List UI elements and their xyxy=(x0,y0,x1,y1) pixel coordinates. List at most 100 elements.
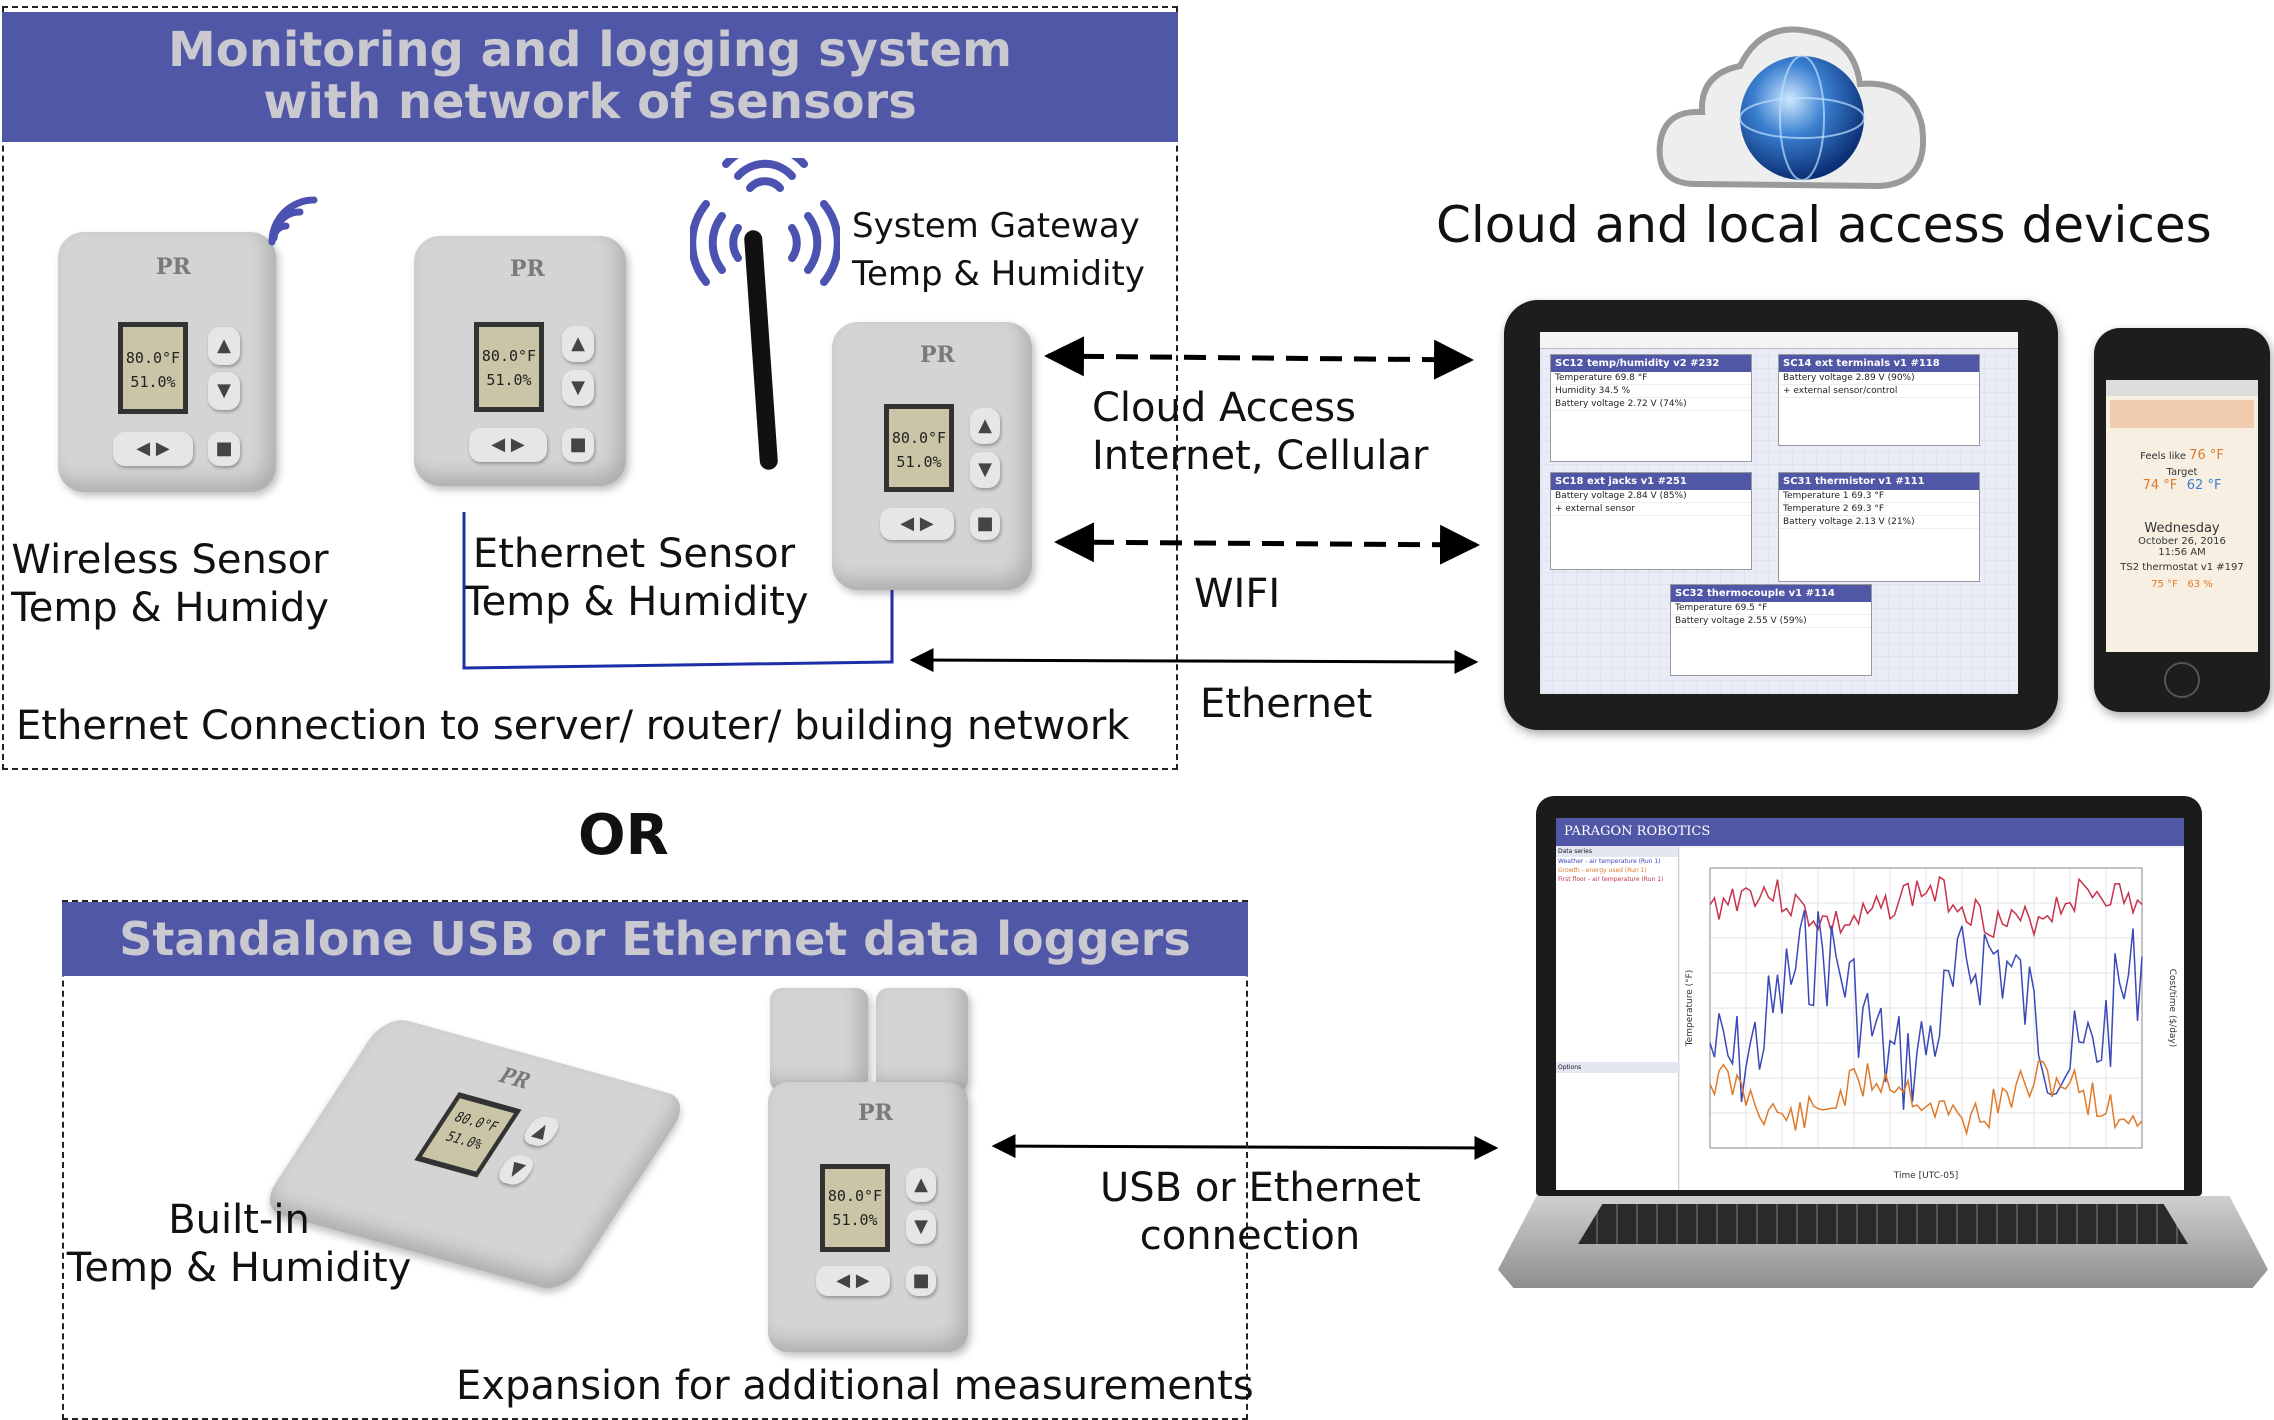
tablet-toolbar xyxy=(1540,332,2018,349)
phone-home-button-icon xyxy=(2164,662,2200,698)
phone-date: October 26, 2016 xyxy=(2138,536,2226,547)
sensor-tile-row: Battery voltage 2.13 V (21%) xyxy=(1779,516,1979,529)
sensor-tile-row: Humidity 34.5 % xyxy=(1551,385,1751,398)
sensor-tile-title: SC18 ext jacks v1 #251 xyxy=(1551,473,1751,490)
sensor-tile-row: Temperature 69.8 °F xyxy=(1551,372,1751,385)
cloud-access-label-line1: Cloud Access xyxy=(1092,385,1356,431)
stop-button-icon: ■ xyxy=(906,1266,936,1296)
phone-temp: 75 °F xyxy=(2151,579,2178,590)
ethernet-label: Ethernet xyxy=(1200,681,1373,727)
ethernet-sensor-device: PR 80.0°F 51.0% ▲ ▼ ◀ ▶ ■ xyxy=(414,236,626,486)
ethernet-connection-label: Ethernet Connection to server/ router/ b… xyxy=(16,703,1130,749)
wireless-sensor-label-line1: Wireless Sensor xyxy=(11,537,329,583)
lcd-hum: 51.0% xyxy=(486,371,532,389)
stop-button-icon: ■ xyxy=(970,508,1000,540)
stop-button-icon: ■ xyxy=(208,432,240,466)
phone-target-values: 74 °F 62 °F xyxy=(2106,478,2258,493)
series-item[interactable]: First floor - air temperature (Run 1) xyxy=(1558,876,1664,883)
sensor-tile-title: SC32 thermocouple v1 #114 xyxy=(1671,585,1871,602)
wireless-sensor-device: PR 80.0°F 51.0% ▲ ▼ ◀ ▶ ■ xyxy=(58,232,276,492)
expansion-module-left xyxy=(770,988,868,1092)
up-button-icon: ▲ xyxy=(970,408,1000,444)
lcd-temp: 80.0°F xyxy=(125,349,181,367)
phone-target-2: 62 °F xyxy=(2186,478,2222,493)
gateway-label: System Gateway Temp & Humidity xyxy=(852,202,1145,298)
wifi-signal-icon xyxy=(268,196,318,246)
cloud-access-label-line2: Internet, Cellular xyxy=(1092,433,1429,479)
usb-label-line1: USB or Ethernet xyxy=(1100,1165,1421,1211)
series-item[interactable]: Weather - air temperature (Run 1) xyxy=(1558,858,1661,865)
lcd-hum: 51.0% xyxy=(130,373,176,391)
laptop-keyboard xyxy=(1578,1204,2188,1244)
lcd-display: 80.0°F 51.0% xyxy=(474,322,544,412)
builtin-label-line2: Temp & Humidity xyxy=(66,1245,412,1291)
cloud-globe-icon xyxy=(1656,26,1926,190)
sensor-tile-title: SC12 temp/humidity v2 #232 xyxy=(1551,355,1751,372)
top-banner: Monitoring and logging system with netwo… xyxy=(2,12,1178,142)
standalone-box xyxy=(62,900,1248,1420)
phone-device-name: TS2 thermostat v1 #197 xyxy=(2120,562,2244,573)
series-line-weather xyxy=(1709,909,2143,1110)
phone-day: Wednesday xyxy=(2144,521,2220,536)
sensor-tile-title: SC14 ext terminals v1 #118 xyxy=(1779,355,1979,372)
sensor-tile-row: Temperature 2 69.3 °F xyxy=(1779,503,1979,516)
cloud-access-label: Cloud Access Internet, Cellular xyxy=(1092,384,1428,480)
down-button-icon: ▼ xyxy=(208,372,240,410)
brand-logo-icon: PR xyxy=(493,1062,537,1094)
up-button-icon: ▲ xyxy=(208,327,240,365)
app-brand: PARAGON ROBOTICS xyxy=(1564,824,1711,839)
wireless-sensor-label: Wireless Sensor Temp & Humidy xyxy=(10,536,330,632)
phone-target-1: 74 °F xyxy=(2142,478,2178,493)
series-item[interactable]: Growth - energy used (Run 1) xyxy=(1558,867,1647,874)
up-button-icon: ▲ xyxy=(562,326,594,362)
phone-feels-value: 76 °F xyxy=(2189,448,2224,463)
bottom-banner: Standalone USB or Ethernet data loggers xyxy=(62,902,1248,976)
usb-label: USB or Ethernet connection xyxy=(1100,1164,1421,1260)
phone-readings: 75 °F 63 % xyxy=(2106,579,2258,590)
app-header: PARAGON ROBOTICS xyxy=(1556,818,2184,846)
brand-logo-icon: PR xyxy=(510,256,545,282)
builtin-label: Built-in Temp & Humidity xyxy=(64,1196,414,1292)
down-button-icon: ▼ xyxy=(906,1210,936,1244)
expansion-label: Expansion for additional measurements xyxy=(456,1363,1254,1409)
laptop-screen: PARAGON ROBOTICS Data series Weather - a… xyxy=(1556,818,2184,1190)
down-button-icon: ▼ xyxy=(562,370,594,406)
brand-logo-icon: PR xyxy=(156,254,191,280)
sensor-tile-row: Battery voltage 2.55 V (59%) xyxy=(1671,615,1871,628)
stop-button-icon: ■ xyxy=(562,428,594,462)
left-right-button-icon: ◀ ▶ xyxy=(469,428,547,462)
phone-feels-like: Feels like 76 °F xyxy=(2106,448,2258,463)
options-title: Options xyxy=(1556,1062,1682,1073)
sensor-tile-row: Temperature 1 69.3 °F xyxy=(1779,490,1979,503)
builtin-label-line1: Built-in xyxy=(168,1197,310,1243)
phone-screen: Feels like 76 °F Target 74 °F 62 °F Wedn… xyxy=(2106,380,2258,652)
series-panel-title: Data series xyxy=(1556,846,1678,857)
chart-y2label: Cost/time ($/day) xyxy=(2167,969,2177,1048)
phone-tiles-bar xyxy=(2110,400,2254,428)
series-panel: Data series Weather - air temperature (R… xyxy=(1556,846,1682,1190)
phone-header-bar xyxy=(2106,380,2258,396)
ethernet-sensor-label: Ethernet Sensor Temp & Humidity xyxy=(464,530,809,626)
laptop-device: PARAGON ROBOTICS Data series Weather - a… xyxy=(1498,796,2268,1292)
sensor-tile-row: Temperature 69.5 °F xyxy=(1671,602,1871,615)
brand-logo-icon: PR xyxy=(858,1100,893,1126)
sensor-tile-row: + external sensor/control xyxy=(1779,385,1979,398)
lcd-temp: 80.0°F xyxy=(481,347,537,365)
up-button-icon: ▲ xyxy=(519,1113,564,1149)
phone-target-label: Target xyxy=(2166,467,2198,478)
top-banner-line1: Monitoring and logging system xyxy=(167,22,1013,78)
series-list: Weather - air temperature (Run 1) Growth … xyxy=(1556,857,1678,884)
sensor-tile-row: Battery voltage 2.72 V (74%) xyxy=(1551,398,1751,411)
sensor-tile-title: SC31 thermistor v1 #111 xyxy=(1779,473,1979,490)
network-system-box xyxy=(2,6,1178,770)
up-button-icon: ▲ xyxy=(906,1168,936,1202)
gateway-label-line2: Temp & Humidity xyxy=(852,254,1145,294)
brand-logo-icon: PR xyxy=(920,342,955,368)
left-right-button-icon: ◀ ▶ xyxy=(113,432,193,466)
